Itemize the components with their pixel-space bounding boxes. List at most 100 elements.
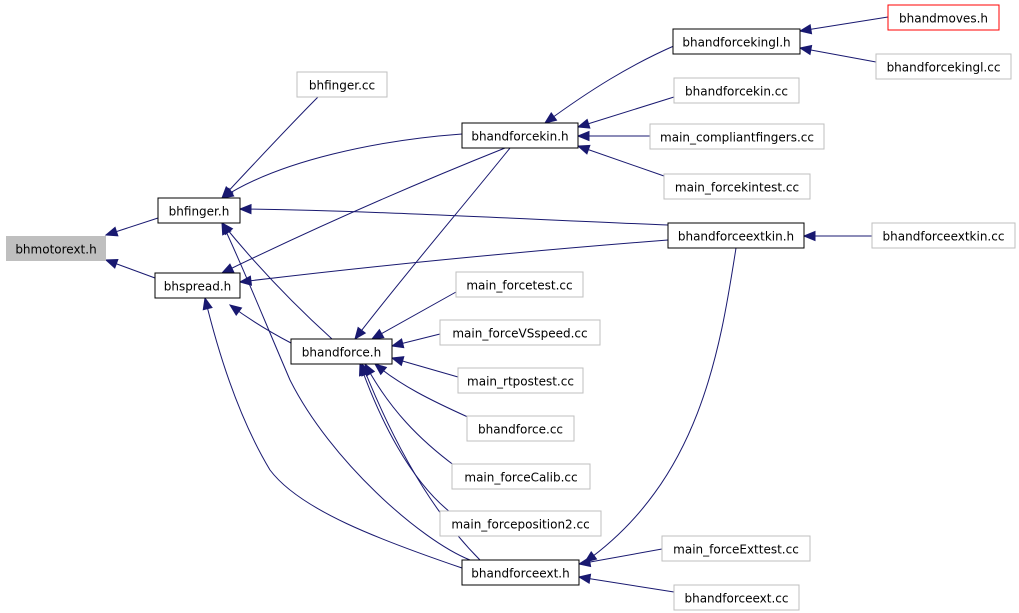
edge-main_compliantfingers_cc-to-bhandforcekin_h [576, 130, 650, 142]
node-bhandforceextkin-h[interactable]: bhandforceextkin.h [667, 222, 805, 249]
edge-arrowhead [104, 259, 119, 269]
edge-line [359, 363, 451, 513]
node-bhandforce-cc[interactable]: bhandforce.cc [466, 415, 575, 442]
edge-bhandmoves_h-to-bhandforcekingl_h [798, 16, 889, 35]
edge-line [221, 147, 506, 274]
node-bhandforceextkin-cc[interactable]: bhandforceextkin.cc [871, 222, 1016, 249]
edge-bhandforceextkin_h-to-bhfinger_h [238, 203, 669, 226]
node-main-forceExttest-cc[interactable]: main_forceExttest.cc [661, 535, 811, 562]
node-box [871, 222, 1016, 249]
node-label: bhandmoves.h [899, 12, 988, 26]
edge-bhandforceextkin_h-to-bhandforceext_h [583, 247, 737, 563]
node-label: main_compliantfingers.cc [660, 131, 814, 145]
edge-line [577, 96, 675, 128]
edge-main_forcetest_cc-to-bhandforce_h [370, 291, 457, 340]
node-bhandforceext-cc[interactable]: bhandforceext.cc [673, 584, 800, 611]
edge-line [544, 44, 677, 124]
edge-main_forceExttest_cc-to-bhandforceext_h [577, 548, 663, 568]
node-box [466, 415, 575, 442]
edge-bhandforcekin_h-to-bhspread_h [220, 147, 506, 274]
edge-bhfinger_h-to-bhmotorext_h [104, 217, 159, 237]
node-bhandforce-h[interactable]: bhandforce.h [290, 338, 393, 365]
edge-bhandforceext_cc-to-bhandforceext_h [577, 573, 675, 593]
edge-bhandforceextkin_h-to-bhspread_h [238, 239, 669, 286]
edge-bhspread_h-to-bhmotorext_h [104, 259, 156, 279]
node-box [667, 222, 805, 249]
node-box [455, 271, 584, 298]
edge-main_forceVSspeed_cc-to-bhandforce_h [390, 333, 441, 349]
edge-arrowhead [576, 144, 591, 155]
edge-main_rtpostest_cc-to-bhandforce_h [390, 356, 459, 378]
node-label: bhandforceextkin.h [678, 230, 794, 244]
node-box [157, 197, 241, 224]
node-label: main_forceCalib.cc [464, 471, 577, 485]
edge-bhandforceext_h-to-bhandforce_h [361, 362, 481, 561]
edge-line [239, 208, 669, 226]
edge-line [354, 147, 511, 340]
node-label: bhfinger.cc [309, 79, 375, 93]
node-box [6, 236, 106, 261]
node-bhandforceext-h[interactable]: bhandforceext.h [461, 559, 580, 586]
edge-line [799, 16, 889, 32]
edge-arrowhead [238, 203, 252, 215]
edge-arrowhead [390, 338, 405, 349]
node-box [661, 535, 811, 562]
node-label: main_forcetest.cc [466, 279, 572, 293]
edge-arrowhead [220, 263, 235, 274]
edge-arrowhead [202, 296, 213, 311]
edge-arrowhead [361, 362, 372, 377]
node-main-forceCalib-cc[interactable]: main_forceCalib.cc [451, 463, 591, 490]
node-bhfinger-h[interactable]: bhfinger.h [157, 197, 241, 224]
node-bhandforcekin-h[interactable]: bhandforcekin.h [461, 122, 579, 149]
node-label: main_forcekintest.cc [675, 181, 799, 195]
node-label: bhspread.h [164, 280, 232, 294]
node-box [673, 77, 800, 104]
node-box [673, 584, 800, 611]
edge-bhandforce_cc-to-bhandforce_h [373, 363, 471, 419]
edge-arrowhead [543, 111, 558, 124]
edge-line [221, 96, 319, 199]
edge-line [361, 363, 481, 561]
edge-arrowhead [390, 356, 405, 367]
edge-bhandforcekingl_cc-to-bhandforcekingl_h [798, 44, 877, 63]
edge-arrowhead [104, 226, 119, 237]
node-main-forcetest-cc[interactable]: main_forcetest.cc [455, 271, 584, 298]
node-label: bhandforcekingl.cc [887, 61, 1001, 75]
edge-line [221, 133, 463, 199]
node-label: bhandforce.cc [478, 423, 563, 437]
edge-line [577, 145, 665, 177]
edge-arrowhead [577, 573, 592, 584]
node-box [461, 122, 579, 149]
edge-arrowhead [238, 275, 253, 286]
edge-arrowhead [576, 118, 591, 129]
node-bhandforcekingl-h[interactable]: bhandforcekingl.h [672, 28, 801, 55]
edge-line [204, 297, 463, 569]
node-bhandmoves-h[interactable]: bhandmoves.h [887, 4, 1000, 31]
edge-line [584, 247, 737, 563]
node-bhandforcekingl-cc[interactable]: bhandforcekingl.cc [875, 53, 1012, 80]
node-box [451, 463, 591, 490]
node-bhandforcekin-cc[interactable]: bhandforcekin.cc [673, 77, 800, 104]
edge-bhandforcekin_h-to-bhfinger_h [220, 133, 463, 199]
node-main-forceVSspeed-cc[interactable]: main_forceVSspeed.cc [439, 319, 601, 346]
node-box [649, 123, 825, 150]
node-bhfinger-cc[interactable]: bhfinger.cc [296, 71, 388, 98]
node-bhmotorext-h: bhmotorext.h [6, 236, 106, 261]
node-label: bhfinger.h [169, 205, 230, 219]
edge-arrowhead [220, 187, 235, 199]
node-box [672, 28, 801, 55]
node-main-forcekintest-cc[interactable]: main_forcekintest.cc [663, 173, 811, 200]
edge-arrowhead [370, 328, 385, 340]
node-label: main_forceposition2.cc [451, 518, 589, 532]
node-main-forceposition2-cc[interactable]: main_forceposition2.cc [439, 510, 602, 537]
node-main-compliantfingers-cc[interactable]: main_compliantfingers.cc [649, 123, 825, 150]
edge-bhfinger_cc-to-bhfinger_h [221, 96, 319, 199]
edge-line [799, 47, 877, 63]
node-bhspread-h[interactable]: bhspread.h [154, 272, 241, 299]
node-label: bhmotorext.h [15, 243, 96, 257]
edge-line [578, 576, 675, 593]
node-label: bhandforceext.h [471, 567, 569, 581]
edge-main_forceCalib_cc-to-bhandforce_h [364, 362, 456, 467]
node-main-rtpostest-cc[interactable]: main_rtpostest.cc [457, 367, 584, 394]
